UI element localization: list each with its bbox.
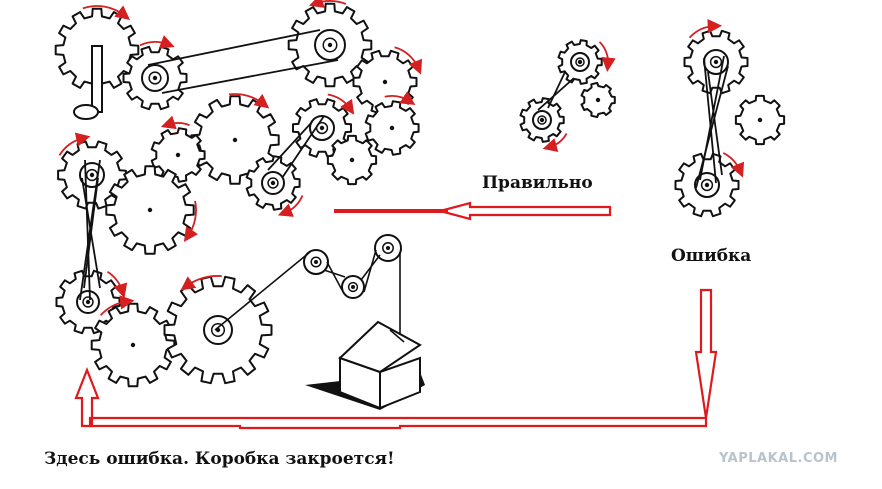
- belts: [79, 29, 729, 335]
- rotation-arrow-icon: [277, 195, 304, 217]
- rotation-arrow-icon: [160, 115, 190, 130]
- belt: [547, 71, 566, 109]
- belt: [695, 65, 729, 189]
- crank-handle-icon: [73, 45, 103, 120]
- gear-icon: [150, 127, 206, 183]
- belt: [267, 121, 313, 171]
- rotation-arrow-icon: [384, 91, 416, 106]
- belt: [161, 59, 339, 94]
- gear-icon: [90, 302, 176, 388]
- gear-icon: [55, 269, 121, 335]
- rotation-arrow-icon: [722, 152, 745, 178]
- rope: [323, 269, 346, 278]
- belt: [699, 55, 725, 181]
- belt: [707, 71, 723, 176]
- rotation-arrow-icon: [542, 132, 568, 153]
- rotation-arrow-icon: [598, 41, 616, 72]
- rope: [363, 249, 377, 293]
- gear-icon: [674, 152, 740, 218]
- belt: [83, 177, 99, 289]
- label-error: Ошибка: [671, 246, 752, 266]
- rotation-arrow-icon: [327, 93, 355, 115]
- gear-icon: [122, 45, 188, 111]
- belt: [281, 115, 325, 179]
- rope: [214, 251, 311, 331]
- rotation-arrow-icon: [394, 46, 423, 75]
- gear-icon: [287, 2, 373, 88]
- rotation-arrow-icon: [58, 132, 91, 156]
- red-arrow-icon: [88, 416, 708, 430]
- rotation-arrow-icon: [688, 19, 723, 39]
- gear-icon: [580, 81, 616, 119]
- rotation-arrow-icon: [106, 270, 128, 299]
- rotation-arrow-icon: [139, 35, 175, 49]
- pulley-icon: [374, 234, 402, 262]
- label-correct: Правильно: [482, 173, 593, 193]
- gear-train: [54, 2, 786, 410]
- gear-icon: [326, 134, 378, 186]
- box-icon: [305, 320, 425, 410]
- gear-icon: [557, 39, 603, 85]
- rotation-arrows: [58, 0, 745, 316]
- gear-icon: [163, 275, 273, 385]
- pulley-icon: [303, 249, 329, 275]
- rotation-arrow-icon: [308, 0, 347, 8]
- gear-icon: [519, 97, 565, 143]
- watermark: YAPLAKAL.COM: [719, 451, 838, 466]
- red-arrow-icon: [435, 201, 612, 221]
- rotation-arrow-icon: [180, 275, 222, 291]
- red-arrow-icon: [74, 366, 100, 428]
- belt: [703, 57, 717, 184]
- gear-icon: [734, 94, 786, 146]
- red-pointer-arrows: [74, 201, 718, 430]
- belt: [147, 29, 321, 66]
- pulley-icon: [341, 275, 365, 299]
- rope: [326, 261, 343, 291]
- gear-icon: [352, 49, 418, 115]
- rotation-arrow-icon: [82, 5, 131, 20]
- gear-icon: [245, 155, 301, 211]
- caption-text: Здесь ошибка. Коробка закроется!: [44, 449, 395, 469]
- belt: [84, 159, 91, 301]
- belt: [537, 77, 575, 111]
- red-arrow-icon: [694, 288, 718, 419]
- rotation-arrow-icon: [183, 200, 199, 242]
- rotation-arrow-icon: [228, 93, 270, 109]
- gear-icon: [683, 29, 749, 95]
- rotation-arrow-icon: [99, 295, 135, 316]
- gear-icon: [105, 165, 195, 255]
